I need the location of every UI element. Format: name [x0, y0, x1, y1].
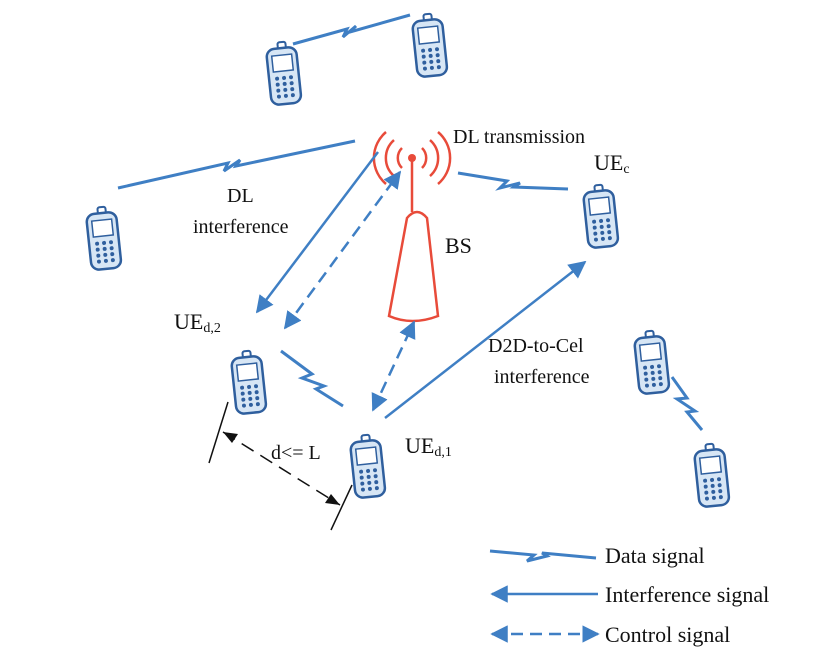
data-signal-top [292, 13, 411, 46]
dl-interference-label-line2: interference [193, 216, 289, 238]
legend: Data signal Interference signal Control … [605, 543, 769, 647]
d2d-to-cel-interference-arrow [384, 260, 587, 419]
ue-c-label: UEc [594, 150, 630, 177]
mobile-phone-icon [84, 204, 123, 272]
ue-c-phone-icon [581, 182, 620, 250]
ue-d2-phone-icon [229, 348, 268, 416]
legend-interference-signal-label: Interference signal [605, 582, 769, 607]
legend-control-signal-label: Control signal [605, 622, 730, 647]
mobile-phone-icon [410, 11, 449, 79]
mobile-phone-icon [692, 441, 731, 509]
ue-d1-phone-icon [348, 432, 387, 500]
dl-interference-label-line1: DL [227, 185, 254, 207]
data-signal-dl-left [117, 139, 356, 190]
d2d-to-cel-label-line2: interference [494, 366, 590, 388]
mobile-phone-icon [264, 39, 303, 107]
distance-label: d<= L [271, 442, 321, 464]
mobile-phone-icon [632, 328, 671, 396]
dl-transmission-label: DL transmission [453, 126, 585, 148]
control-signal-arrow-ue-d1 [371, 320, 416, 412]
base-station-tower-icon [372, 131, 452, 323]
distance-indicator [208, 401, 353, 531]
bs-label: BS [445, 233, 472, 258]
ue-d2-label: UEd,2 [174, 309, 221, 336]
data-signal-d2d [280, 349, 344, 408]
d2d-to-cel-label-line1: D2D-to-Cel [488, 335, 584, 357]
data-signal-right-pair [670, 376, 704, 431]
legend-data-signal-icon [489, 549, 597, 563]
data-signal-dl-ue-c [457, 171, 569, 191]
control-signal-arrow-ue-d2 [283, 170, 402, 330]
ue-d1-label: UEd,1 [405, 433, 452, 460]
legend-data-signal-label: Data signal [605, 543, 705, 568]
